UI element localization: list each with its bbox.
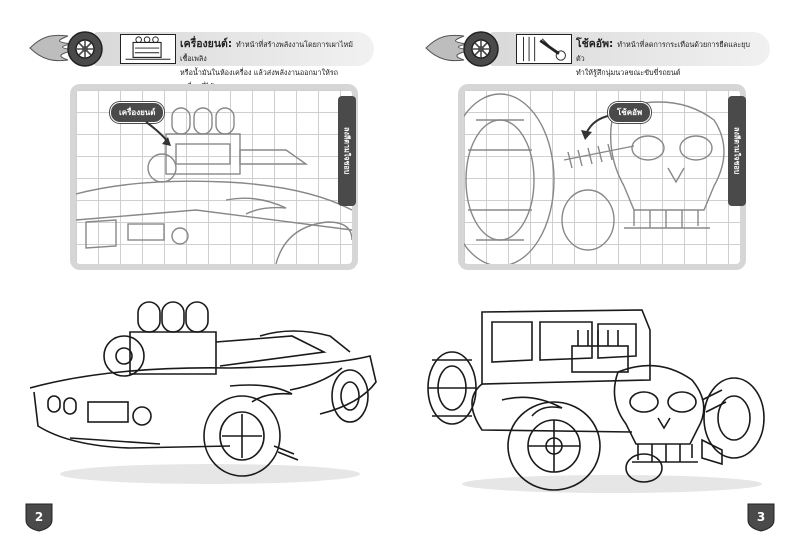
shield-icon (747, 503, 775, 532)
callout-arrow-icon (581, 115, 609, 140)
header-title: เครื่องยนต์: (180, 38, 233, 50)
header-title: โช้คอัพ: (576, 38, 614, 50)
engine-zoom-grid: เครื่องยนต์ (76, 90, 352, 264)
left-page: เครื่องยนต์:ทำหน้าที่สร้างพลังงานโดยการเ… (24, 28, 377, 532)
header-description: โช้คอัพ:ทำหน้าที่ลดการกระเทือนด้วยการยืด… (576, 37, 758, 80)
engine-thumbnail-icon (120, 34, 176, 64)
shock-thumbnail-icon (516, 34, 572, 64)
right-page: โช้คอัพ:ทำหน้าที่ลดการกระเทือนด้วยการยืด… (400, 0, 800, 549)
engine-zoom-frame: เครื่องยนต์ (70, 84, 358, 270)
wheel-logo-icon (463, 31, 499, 67)
muscle-car-drawing (30, 301, 377, 484)
color-freely-tab: ลงสีตามใจชอบ (338, 96, 356, 206)
left-header-banner: เครื่องยนต์:ทำหน้าที่สร้างพลังงานโดยการเ… (28, 28, 374, 91)
shield-icon (25, 503, 53, 532)
engine-callout: เครื่องยนต์ (110, 102, 165, 123)
wheel-logo-icon (67, 31, 103, 67)
right-header-banner: โช้คอัพ:ทำหน้าที่ลดการกระเทือนด้วยการยืด… (424, 28, 770, 77)
shock-callout: โช้คอัพ (608, 102, 652, 123)
description-line-1: ทำหน้าที่ลดการกระเทือนด้วยการยืดและยุบตั… (576, 40, 750, 63)
page-number-badge: 3 (746, 500, 776, 532)
skull-hotrod-drawing (427, 309, 765, 493)
engine-closeup-drawing (76, 107, 352, 264)
shock-zoom-grid: โช้คอัพ (464, 90, 740, 264)
flame-icon (29, 34, 75, 62)
color-freely-tab: ลงสีตามใจชอบ (728, 96, 746, 206)
description-line-2: ทำให้รู้สึกนุ่มนวลขณะขับขี่รถยนต์ (576, 68, 681, 77)
shock-zoom-frame: โช้คอัพ (458, 84, 746, 270)
callout-arrow-icon (145, 121, 171, 146)
page-number-badge: 2 (24, 500, 54, 532)
page-number: 3 (756, 510, 766, 524)
page-number: 2 (34, 510, 44, 524)
description-line-1: ทำหน้าที่สร้างพลังงานโดยการเผาไหม้เชื้อเ… (180, 40, 353, 63)
shock-closeup-drawing (464, 93, 725, 264)
flame-icon (425, 34, 471, 62)
